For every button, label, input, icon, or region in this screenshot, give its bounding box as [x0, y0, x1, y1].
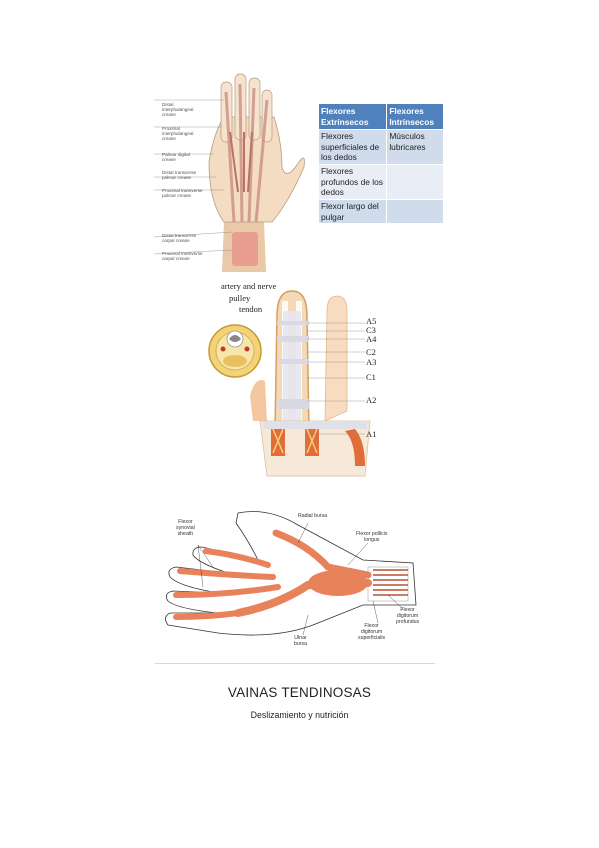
sheath-figure: Radial bursa Flexor synovial sheath Flex…: [158, 505, 433, 660]
table-cell: [386, 199, 444, 224]
pulley-figure: artery and nerve pulley tendon A5 C3 A4 …: [205, 281, 395, 487]
flexor-pollicis-longus-label: Flexor pollicis longus: [356, 531, 388, 543]
flexor-synovial-sheath-label: Flexor synovial sheath: [176, 519, 195, 537]
flexor-table: Flexores Extrínsecos Flexores Intrínseco…: [319, 104, 444, 224]
crease-label: Proximal transverse carpal crease: [162, 251, 203, 262]
divider: [155, 663, 435, 664]
crease-label: Distal transverse carpal crease: [162, 233, 197, 244]
tendon-label: tendon: [239, 304, 263, 314]
flexor-digitorum-profundus-label: Flexor digitorum profundus: [396, 607, 420, 625]
hand-sheath-illustration: [165, 511, 417, 636]
palm-illustration: [153, 73, 305, 272]
table-cell: [386, 164, 444, 200]
pulley-c2-label: C2: [366, 347, 376, 357]
palm-crease-figure: Distal interphalangeal crease Proximal i…: [153, 72, 314, 272]
table-row: Flexor largo del pulgar: [319, 199, 444, 224]
artery-nerve-label: artery and nerve: [221, 281, 277, 291]
pulley-a4-label: A4: [366, 334, 377, 344]
pulley-a1-label: A1: [366, 429, 377, 439]
crease-label: Distal transverse palmar crease: [162, 170, 197, 181]
table-cell: Flexores profundos de los dedos: [319, 164, 388, 200]
page-subtitle: Deslizamiento y nutrición: [250, 710, 349, 720]
flexor-digitorum-superficialis-label: Flexor digitorum superficialis: [358, 623, 386, 641]
table-header-intrinsic: Flexores Intrínsecos: [386, 104, 444, 130]
table-row: Flexores profundos de los dedos: [319, 164, 444, 200]
table-cell: Flexor largo del pulgar: [319, 199, 388, 224]
crease-label: Palmar digital crease: [162, 152, 190, 163]
pulley-a2-label: A2: [366, 395, 377, 405]
crease-label: Proximal interphalangeal crease: [162, 126, 194, 142]
table-row: Flexores superficiales de los dedos Músc…: [319, 129, 444, 165]
crease-label: Proximal transverse palmar crease: [162, 188, 203, 199]
table-cell: Músculos lubricares: [386, 129, 444, 165]
table-header-extrinsic: Flexores Extrínsecos: [319, 104, 388, 130]
crease-label: Distal interphalangeal crease: [162, 102, 194, 118]
radial-bursa-label: Radial bursa: [298, 513, 328, 519]
pulley-c1-label: C1: [366, 372, 376, 382]
pulley-c3-label: C3: [366, 325, 376, 335]
table-cell: Flexores superficiales de los dedos: [319, 129, 388, 165]
page-title: VAINAS TENDINOSAS: [227, 685, 372, 700]
pulley-illustration: [208, 290, 371, 477]
pulley-label: pulley: [229, 293, 251, 303]
ulnar-bursa-label: Ulnar bursa: [294, 635, 307, 647]
pulley-a3-label: A3: [366, 357, 377, 367]
pulley-a5-label: A5: [366, 316, 377, 326]
